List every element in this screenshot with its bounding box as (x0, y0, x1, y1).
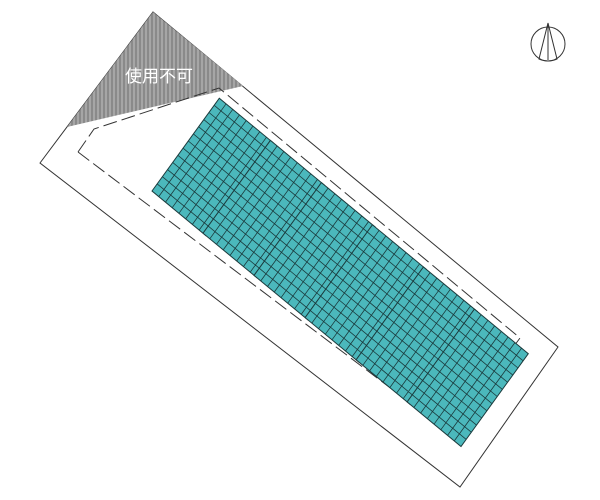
panel-grid-lines (207, 145, 320, 273)
panel-grid-lines (258, 187, 371, 315)
north-arrow-pointer (538, 22, 558, 62)
panel-grid-lines (309, 230, 422, 357)
restricted-zone (67, 12, 243, 127)
restricted-zone-label: 使用不可 (125, 66, 193, 87)
panel-grid-lines (361, 272, 473, 399)
panel-array (304, 224, 427, 363)
panel-arrays (151, 97, 529, 448)
panel-grid-lines (156, 103, 269, 231)
north-arrow-icon (530, 22, 566, 62)
panel-array (406, 308, 529, 448)
panel-grid-lines (412, 314, 524, 442)
site-boundary (39, 11, 559, 488)
